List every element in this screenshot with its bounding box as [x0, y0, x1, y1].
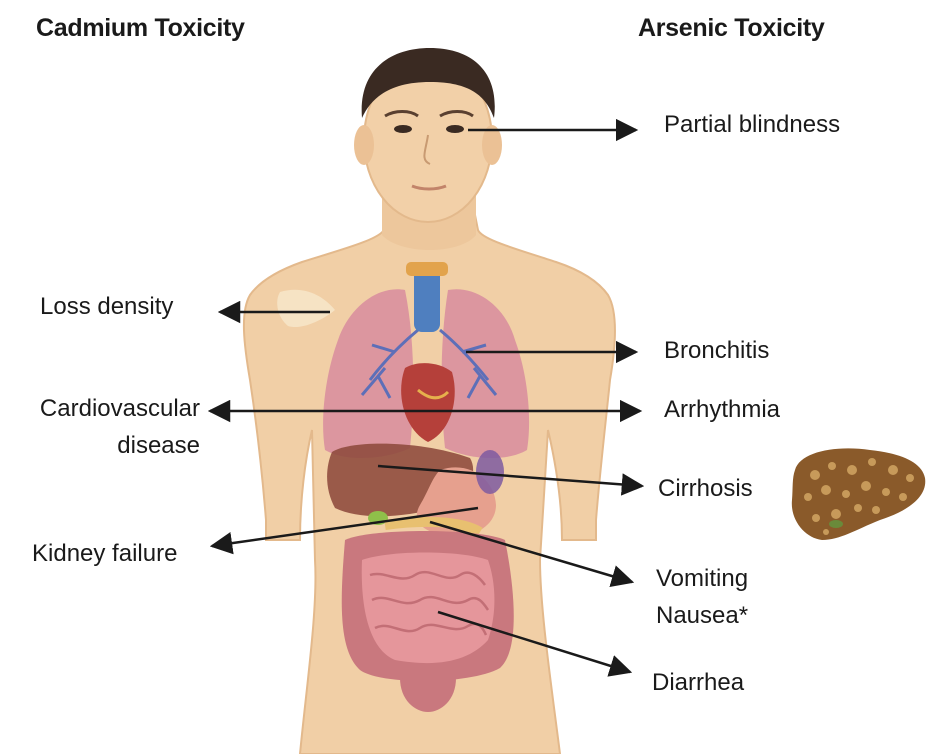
label-cirrhosis: Cirrhosis: [658, 470, 753, 507]
label-vomiting-nausea: Vomiting Nausea*: [656, 560, 748, 634]
arsenic-toxicity-heading: Arsenic Toxicity: [638, 14, 824, 43]
thyroid: [406, 262, 448, 276]
label-partial-blindness: Partial blindness: [664, 106, 840, 143]
spleen: [476, 450, 504, 494]
label-vomiting: Vomiting: [656, 560, 748, 597]
label-loss-density: Loss density: [40, 288, 173, 325]
cadmium-toxicity-heading: Cadmium Toxicity: [36, 14, 245, 43]
label-cardiovascular-disease: Cardiovascular disease: [8, 390, 200, 464]
label-cardiovascular-line2: disease: [8, 427, 200, 464]
label-arrhythmia: Arrhythmia: [664, 391, 780, 428]
label-diarrhea: Diarrhea: [652, 664, 744, 701]
label-cardiovascular-line1: Cardiovascular: [8, 390, 200, 427]
label-kidney-failure: Kidney failure: [32, 535, 177, 572]
label-nausea: Nausea*: [656, 597, 748, 634]
label-bronchitis: Bronchitis: [664, 332, 769, 369]
cirrhotic-liver-image: [792, 448, 925, 540]
